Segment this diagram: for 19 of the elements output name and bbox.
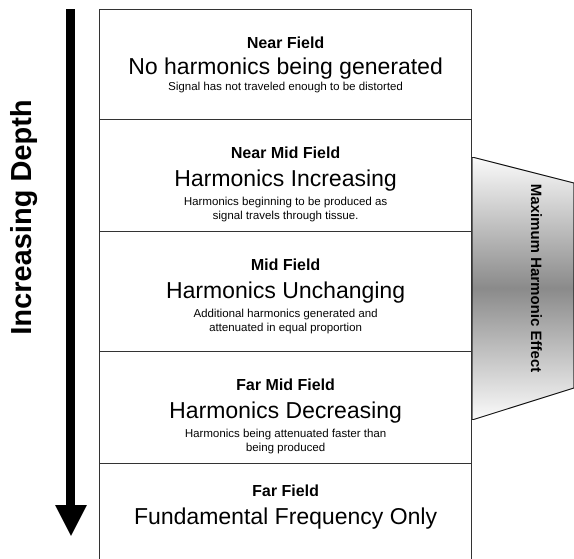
zone-box bbox=[99, 9, 472, 120]
zone-heading: Harmonics Decreasing bbox=[168, 397, 403, 424]
zone-heading: Harmonics Increasing bbox=[173, 165, 398, 192]
zone-title: Near Field bbox=[246, 34, 326, 53]
zone-title: Mid Field bbox=[250, 256, 322, 275]
band-label: Maximum Harmonic Effect bbox=[526, 182, 544, 374]
zone-box bbox=[99, 463, 472, 559]
zone-title: Far Mid Field bbox=[235, 376, 336, 395]
axis-label: Increasing Depth bbox=[5, 98, 39, 337]
zone-description: Additional harmonics generated and attenuated in equal proportion bbox=[192, 307, 379, 335]
zone-heading: Fundamental Frequency Only bbox=[133, 503, 438, 530]
zone-title: Near Mid Field bbox=[230, 144, 342, 163]
zone-heading: Harmonics Unchanging bbox=[164, 277, 406, 304]
zone-title: Far Field bbox=[251, 482, 320, 501]
zone-description: Signal has not traveled enough to be distorted bbox=[167, 80, 404, 94]
zone-description: Harmonics beginning to be produced as signal travels through tissue. bbox=[182, 195, 388, 223]
zone-heading: No harmonics being generated bbox=[127, 53, 444, 80]
zone-description: Harmonics being attenuated faster than being produced bbox=[184, 427, 388, 455]
effect-band bbox=[472, 157, 574, 420]
